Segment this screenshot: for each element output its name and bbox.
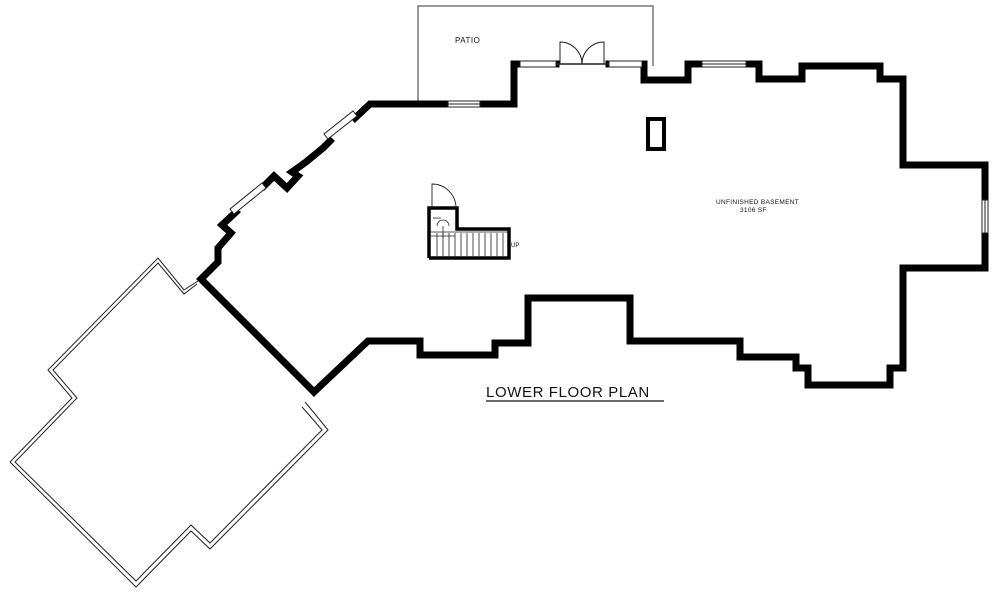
- window-angled-lower: [229, 182, 267, 215]
- plan-title: LOWER FLOOR PLAN: [486, 384, 650, 401]
- stair-up-label: UP: [511, 243, 519, 249]
- exterior-walls: [196, 60, 989, 397]
- stair: [427, 183, 511, 260]
- support-column: [646, 117, 666, 151]
- garage-outline: [9, 257, 329, 588]
- windows: [229, 60, 989, 234]
- room-label-name: UNFINISHED BASEMENT: [716, 199, 799, 206]
- window-rear-2: [608, 60, 643, 68]
- window-angled-upper: [323, 110, 358, 140]
- window-rear-1: [519, 60, 557, 68]
- patio-outline: [417, 5, 654, 104]
- room-label-area: 3106 SF: [740, 207, 767, 214]
- double-door: [556, 41, 609, 65]
- patio-label: PATIO: [455, 36, 480, 45]
